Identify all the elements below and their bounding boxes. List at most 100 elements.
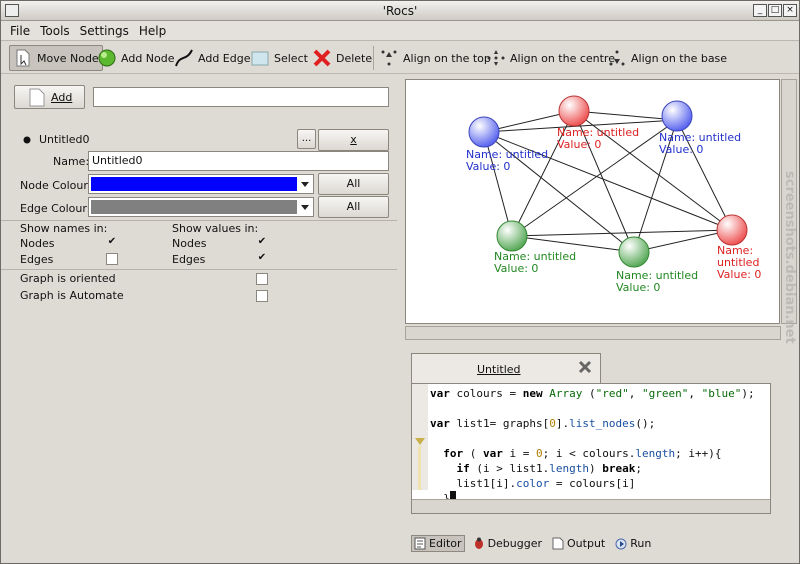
align-centre-label: Align on the centre (510, 51, 615, 65)
text-cursor (449, 491, 456, 504)
move-node-button[interactable]: Move Node (9, 45, 103, 71)
minimize-icon[interactable]: _ (753, 4, 767, 17)
align-top-button[interactable]: Align on the top (379, 45, 491, 71)
node-colour-all-button[interactable]: All (318, 173, 389, 195)
names-nodes-checkbox[interactable]: ✔ (107, 236, 117, 247)
values-edges-checkbox[interactable]: ✔ (257, 252, 267, 263)
values-nodes-checkbox[interactable]: ✔ (257, 236, 267, 247)
divider (1, 269, 397, 270)
divider (1, 220, 397, 221)
window-menu-icon[interactable] (5, 4, 19, 17)
graph-node[interactable] (496, 220, 528, 255)
code-editor[interactable]: var colours = new Array ("red", "green",… (411, 383, 771, 514)
graph-edges (483, 110, 733, 253)
align-top-label: Align on the top (403, 51, 491, 65)
add-node-icon (97, 48, 117, 68)
select-label: Select (274, 51, 308, 65)
editor-horizontal-scrollbar[interactable] (412, 499, 770, 513)
chevron-down-icon (301, 205, 309, 210)
automate-checkbox[interactable] (256, 290, 268, 302)
add-edge-button[interactable]: Add Edge (174, 45, 250, 71)
add-graph-label: Add (51, 91, 73, 104)
title-bar: 'Rocs' _ □ × (1, 1, 799, 21)
graph-radio-label: Untitled0 (39, 133, 90, 146)
fold-region (418, 446, 421, 490)
name-field[interactable]: Untitled0 (88, 151, 389, 171)
align-centre-button[interactable]: Align on the centre (486, 45, 615, 71)
close-icon[interactable]: × (783, 4, 797, 17)
graph-vertical-scrollbar[interactable] (781, 79, 797, 324)
graph-node[interactable] (558, 95, 590, 130)
tab-debugger[interactable]: Debugger (471, 536, 544, 551)
edge-colour-select[interactable] (88, 197, 314, 217)
select-button[interactable]: Select (250, 45, 308, 71)
node-colour-swatch (91, 177, 297, 191)
add-node-label: Add Node (121, 51, 175, 65)
show-values-label: Show values in: (172, 222, 259, 235)
node-colour-select[interactable] (88, 174, 314, 194)
graph-node[interactable] (618, 236, 650, 271)
align-base-label: Align on the base (631, 51, 728, 65)
remove-graph-button[interactable]: x (318, 129, 389, 151)
tab-label: Untitled (477, 363, 521, 376)
fold-marker-icon[interactable] (415, 438, 425, 445)
graph-horizontal-scrollbar[interactable] (405, 326, 781, 340)
move-node-label: Move Node (37, 51, 99, 65)
add-edge-icon (174, 48, 194, 68)
run-icon (615, 537, 627, 550)
chevron-down-icon (301, 182, 309, 187)
output-icon (552, 537, 564, 550)
values-edges-label: Edges (172, 253, 206, 266)
add-graph-button[interactable]: Add (14, 85, 85, 109)
align-centre-icon (486, 48, 506, 68)
name-label: Name: (53, 155, 90, 168)
maximize-icon[interactable]: □ (768, 4, 782, 17)
edge-colour-swatch (91, 200, 297, 214)
new-document-icon (29, 88, 45, 107)
names-edges-checkbox[interactable] (106, 253, 118, 265)
names-nodes-label: Nodes (20, 237, 55, 250)
menu-file[interactable]: File (10, 24, 31, 38)
bottom-tabs: Editor Debugger Output Run (411, 534, 659, 552)
close-tab-icon[interactable] (578, 360, 592, 374)
values-nodes-label: Nodes (172, 237, 207, 250)
menu-bar: File Tools Settings Help (1, 21, 799, 41)
bug-icon (473, 537, 485, 550)
tab-run[interactable]: Run (613, 536, 653, 551)
toolbar: Move Node Add Node Add Edge Select Delet… (1, 42, 799, 74)
names-edges-label: Edges (20, 253, 54, 266)
move-node-icon (13, 48, 33, 68)
add-node-button[interactable]: Add Node (97, 45, 175, 71)
tab-editor[interactable]: Editor (411, 534, 465, 552)
oriented-checkbox[interactable] (256, 273, 268, 285)
edge-colour-all-button[interactable]: All (318, 196, 389, 218)
more-button[interactable]: ... (297, 129, 316, 149)
graph-radio[interactable] (22, 134, 32, 147)
editor-gutter (412, 384, 428, 490)
graph-node[interactable] (716, 214, 748, 249)
menu-tools[interactable]: Tools (40, 24, 70, 38)
menu-help[interactable]: Help (138, 24, 167, 38)
delete-button[interactable]: Delete (312, 45, 372, 71)
show-names-label: Show names in: (20, 222, 108, 235)
tab-untitled[interactable]: Untitled (411, 353, 601, 383)
graph-properties-panel: Add Untitled0 ... x Name: Untitled0 Node… (1, 75, 401, 563)
menu-settings[interactable]: Settings (79, 24, 129, 38)
oriented-label: Graph is oriented (20, 272, 116, 285)
window-title: 'Rocs' (382, 4, 418, 18)
align-base-button[interactable]: Align on the base (607, 45, 727, 71)
graph-name-input[interactable] (93, 87, 389, 107)
tab-output[interactable]: Output (550, 536, 607, 551)
graph-node[interactable] (468, 116, 500, 151)
automate-label: Graph is Automate (20, 289, 124, 302)
watermark: screenshots.debian.net (782, 171, 797, 344)
graph-node[interactable] (661, 100, 693, 135)
align-base-icon (607, 48, 627, 68)
toolbar-separator (373, 46, 374, 70)
